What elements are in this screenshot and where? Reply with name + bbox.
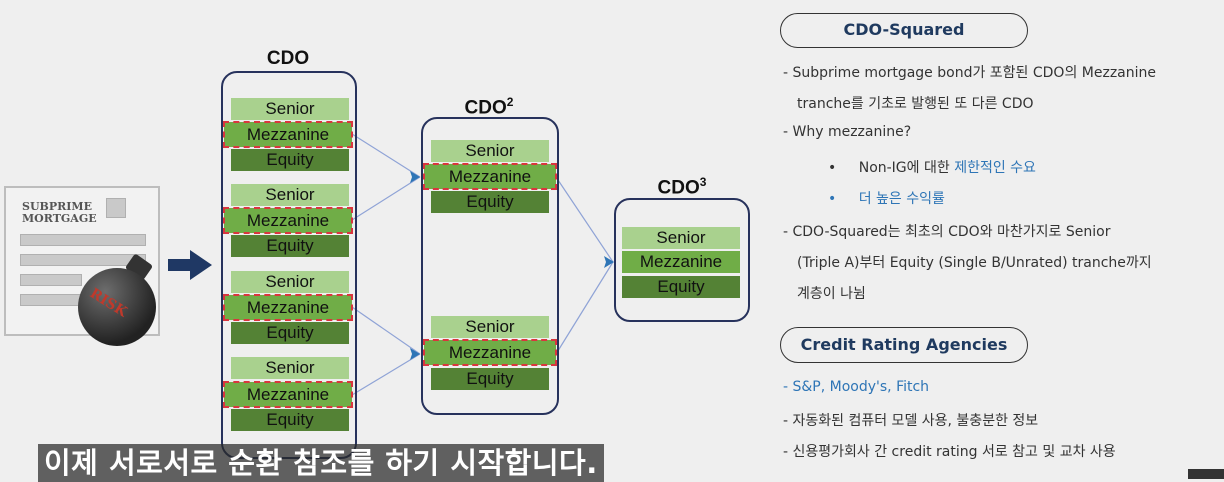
right-arrow-icon — [168, 250, 212, 280]
subtitle-caption: 이제 서로서로 순환 참조를 하기 시작합니다. — [38, 444, 604, 482]
arrowhead — [410, 171, 420, 183]
cdo-squared-line: tranche를 기초로 발행된 또 다른 CDO — [797, 96, 1034, 112]
sub-bullet: • Non-IG에 대한 제한적인 수요 — [828, 157, 1036, 177]
connector-line — [351, 176, 421, 221]
cdo2-mezzanine-tranche: Mezzanine — [423, 163, 557, 190]
section-title-credit-rating-agencies: Credit Rating Agencies — [780, 327, 1028, 363]
bullet-icon: • — [828, 160, 837, 176]
cdo-mezzanine-tranche: Mezzanine — [223, 294, 353, 321]
cdo-squared-line: (Triple A)부터 Equity (Single B/Unrated) t… — [797, 255, 1152, 271]
doc-line — [20, 234, 146, 246]
cdo-squared-line: - Why mezzanine? — [783, 124, 912, 140]
cdo2-senior-tranche: Senior — [431, 316, 549, 338]
sub-bullet-text: 더 높은 수익률 — [858, 191, 945, 207]
rating-agencies-line: - 신용평가회사 간 credit rating 서로 참고 및 교차 사용 — [783, 444, 1116, 460]
cdo2-equity-tranche: Equity — [431, 368, 549, 390]
sub-bullet: • 더 높은 수익률 — [828, 188, 945, 208]
arrowhead — [410, 348, 420, 360]
cdo-mezzanine-tranche: Mezzanine — [223, 121, 353, 148]
doc-title-line2: MORTGAGE — [22, 212, 97, 225]
cdo-senior-tranche: Senior — [231, 184, 349, 206]
cdo-senior-tranche: Senior — [231, 357, 349, 379]
section-title-cdo-squared: CDO-Squared — [780, 13, 1028, 48]
sub-bullet-text: Non-IG에 대한 — [858, 160, 955, 176]
doc-stamp — [106, 198, 126, 218]
cdo3-senior-tranche: Senior — [622, 227, 740, 249]
cdo3-equity-tranche: Equity — [622, 276, 740, 298]
connector-lines — [351, 133, 614, 396]
doc-line — [20, 274, 82, 286]
bomb-icon — [78, 268, 156, 346]
sub-bullet-highlight: 제한적인 수요 — [954, 160, 1036, 176]
connector-line — [351, 306, 421, 355]
cdo2-senior-tranche: Senior — [431, 140, 549, 162]
cdo3-mezzanine-tranche: Mezzanine — [622, 251, 740, 273]
connector-line — [351, 133, 421, 178]
cdo2-box — [421, 117, 559, 415]
doc-title-line1: SUBPRIME — [22, 200, 92, 213]
cdo-squared-line: - CDO-Squared는 최초의 CDO와 마찬가지로 Senior — [783, 224, 1111, 240]
cdo-mezzanine-tranche: Mezzanine — [223, 207, 353, 234]
connector-line — [555, 176, 614, 263]
rating-agencies-line: - 자동화된 컴퓨터 모델 사용, 불충분한 정보 — [783, 413, 1039, 429]
cdo3-box — [614, 198, 750, 322]
cdo-squared-line: 계층이 나뉨 — [797, 286, 866, 302]
cdo-equity-tranche: Equity — [231, 235, 349, 257]
cdo-equity-tranche: Equity — [231, 149, 349, 171]
connector-line — [555, 261, 614, 355]
cdo-equity-tranche: Equity — [231, 322, 349, 344]
cdo2-mezzanine-tranche: Mezzanine — [423, 339, 557, 366]
rating-agencies-line: - S&P, Moody's, Fitch — [783, 379, 930, 395]
cdo3-title: CDO3 — [657, 175, 707, 199]
cdo2-title: CDO2 — [464, 95, 514, 119]
bullet-icon: • — [828, 191, 837, 207]
cdo-senior-tranche: Senior — [231, 98, 349, 120]
cdo-mezzanine-tranche: Mezzanine — [223, 381, 353, 408]
cdo-title: CDO — [266, 48, 310, 69]
cdo-equity-tranche: Equity — [231, 409, 349, 431]
arrowhead — [604, 256, 614, 268]
connector-line — [351, 353, 421, 396]
cdo-squared-line: - Subprime mortgage bond가 포함된 CDO의 Mezza… — [783, 65, 1157, 81]
cdo-senior-tranche: Senior — [231, 271, 349, 293]
corner-overlay — [1188, 469, 1224, 479]
cdo2-equity-tranche: Equity — [431, 191, 549, 213]
